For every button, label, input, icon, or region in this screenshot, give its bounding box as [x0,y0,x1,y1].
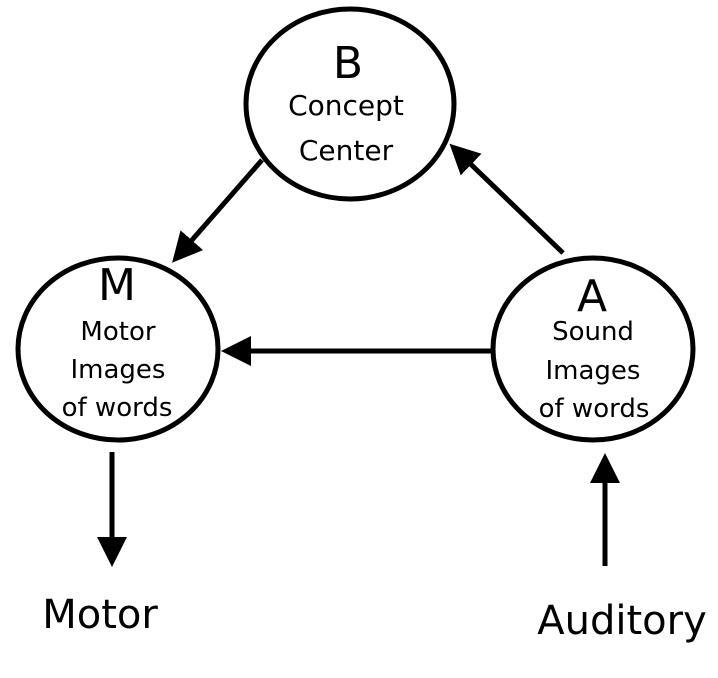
auditory-input-label: Auditory [537,598,707,644]
node-m-line-1: Motor [80,317,155,347]
node-m-line-2: Images [71,355,166,385]
node-b-line-1: Concept [288,89,404,122]
node-b-shape [243,6,457,202]
edge-b-to-m [172,158,264,263]
motor-output-label: Motor [42,592,158,638]
node-a-line-1: Sound [552,317,634,347]
node-m-motor-images: M Motor Images of words [15,255,221,443]
node-m-line-3: of words [62,393,173,423]
node-m-shape [15,255,221,443]
node-a-letter: A [577,271,607,322]
node-a-line-3: of words [539,394,650,424]
node-a-line-2: Images [546,356,641,386]
node-m-letter: M [98,260,136,311]
node-a-shape [490,255,696,443]
node-b-line-2: Center [299,134,394,167]
node-b-concept-center: B Concept Center [243,6,457,202]
node-b-letter: B [333,38,363,89]
node-a-sound-images: A Sound Images of words [490,255,696,443]
edge-a-to-b [449,143,565,255]
